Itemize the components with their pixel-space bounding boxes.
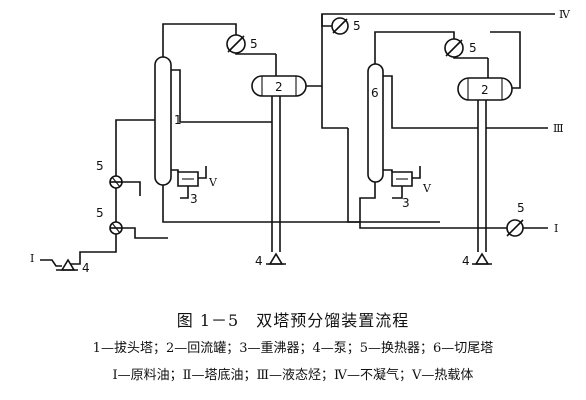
reflux-1-line (171, 69, 272, 123)
figure-title: 图 1－5 双塔预分馏装置流程 (176, 311, 410, 330)
bottom-exchanger (506, 219, 524, 237)
legend-streams: Ⅰ—原料油；Ⅱ—塔底油；Ⅲ—液态烃；Ⅳ—不凝气；Ⅴ—热载体 (112, 368, 474, 383)
column-1 (154, 40, 172, 186)
column-1-label: 1 (174, 113, 182, 127)
reboiler-1-label: 3 (190, 192, 198, 206)
col2-overhead-line (374, 31, 488, 59)
feed-hx-cross-b (122, 227, 168, 239)
feed-line (70, 234, 117, 265)
col1-overhead-line (162, 23, 276, 55)
pump-feed-label: 4 (82, 261, 90, 275)
condenser-2 (444, 38, 464, 58)
reboiler1-out (180, 186, 189, 199)
heat-in-1-label: V (208, 176, 218, 189)
col2-feed-line (347, 128, 360, 223)
pump-1 (266, 252, 286, 265)
feed-exchanger-1 (109, 175, 123, 189)
reboiler2-heat-in (412, 166, 421, 179)
bottom-exchanger-label: 5 (517, 201, 525, 215)
drum1-gas-line (306, 13, 555, 87)
feed-exchanger-1-label: 5 (96, 159, 104, 173)
condenser-2-label: 5 (469, 41, 477, 55)
feed-exchanger-2-label: 5 (96, 206, 104, 220)
feed-line-top (115, 119, 155, 176)
reboiler-2 (391, 171, 413, 187)
feed-hx-cross (122, 181, 141, 196)
pump-2-label: 4 (462, 254, 470, 268)
pump-feed (56, 258, 78, 271)
column-2 (367, 44, 384, 183)
stream-lpg-label: Ⅲ (553, 122, 564, 135)
process-flow-diagram: 1 5 2 Ⅳ 4 V 3 5 (30, 8, 571, 275)
reboiler-1 (177, 171, 199, 187)
column-2-label: 6 (371, 86, 379, 100)
heat-in-2-label: V (422, 182, 432, 195)
condenser-1-label: 5 (250, 37, 258, 51)
drum2-gas-line (490, 31, 521, 89)
reflux-drum-2 (457, 77, 513, 101)
feed-inlet (40, 259, 62, 267)
top-collector-line (321, 14, 332, 27)
legend-equipment: 1—拔头塔；2—回流罐；3—重沸器；4—泵；5—换热器；6—切尾塔 (92, 341, 494, 356)
lpg-line-1 (321, 86, 348, 129)
stream-gas-label: Ⅳ (559, 8, 571, 21)
stream-bottom-label: I (554, 222, 558, 235)
pump-2 (472, 252, 492, 265)
reboiler2-return (383, 169, 393, 172)
feed-exchanger-2 (109, 221, 123, 235)
reflux-2-line (383, 75, 478, 129)
col2-bottom-line (359, 182, 515, 229)
condenser-3 (331, 17, 349, 35)
reboiler1-heat-in (198, 166, 207, 179)
reflux-drum-1-label: 2 (275, 80, 283, 94)
condenser-1 (226, 34, 246, 54)
col1-bottom-line (162, 185, 440, 223)
reboiler-2-label: 3 (402, 196, 410, 210)
condenser-3-label: 5 (353, 19, 361, 33)
reboiler2-out (392, 186, 403, 199)
reflux-drum-1 (251, 75, 307, 97)
reboiler1-return (171, 169, 179, 172)
pump-1-label: 4 (255, 254, 263, 268)
stream-feed-label: I (30, 252, 34, 265)
reflux-drum-2-label: 2 (481, 83, 489, 97)
